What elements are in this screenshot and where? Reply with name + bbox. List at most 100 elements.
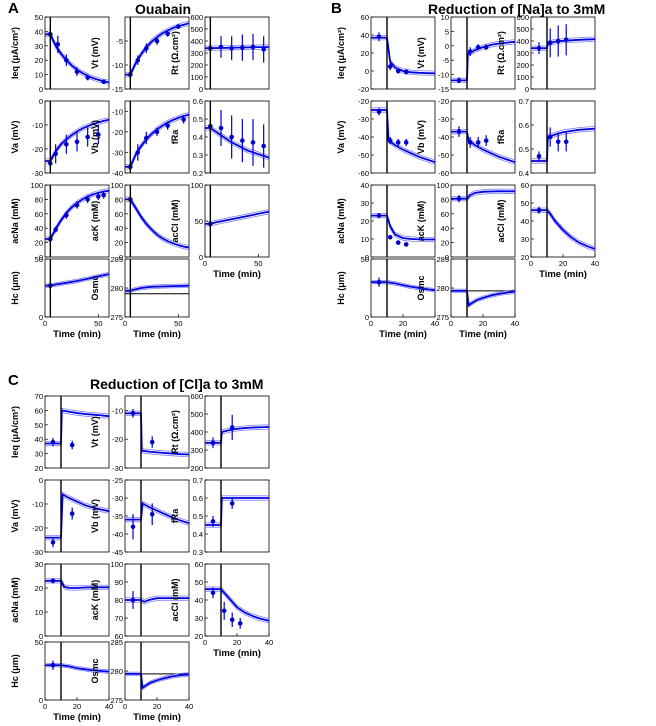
y-axis-label: Vb (mV) bbox=[90, 499, 100, 533]
y-tick-label: 500 bbox=[190, 25, 203, 34]
y-axis-label: Vt (mV) bbox=[90, 416, 100, 448]
y-tick-label: 40 bbox=[35, 27, 43, 36]
data-point bbox=[467, 140, 473, 145]
y-axis-label: Vt (mV) bbox=[90, 37, 100, 69]
y-tick-label: 50 bbox=[35, 255, 43, 264]
plot-area bbox=[205, 586, 269, 629]
y-axis-label: Osmc bbox=[90, 275, 100, 300]
data-point bbox=[395, 140, 401, 145]
data-point bbox=[376, 213, 382, 218]
y-tick-label: 0.6 bbox=[193, 97, 203, 106]
x-tick-label: 20 bbox=[153, 702, 161, 711]
axes-box bbox=[204, 16, 270, 90]
data-point bbox=[96, 194, 101, 199]
plot-area bbox=[45, 188, 109, 242]
y-tick-label: 0 bbox=[445, 253, 449, 262]
y-tick-label: -40 bbox=[112, 530, 123, 539]
data-point bbox=[101, 79, 106, 85]
plot-area bbox=[371, 32, 435, 76]
model-band-line bbox=[451, 188, 515, 197]
data-point bbox=[467, 49, 473, 54]
model-band-line bbox=[125, 283, 189, 290]
plot-area bbox=[451, 288, 515, 308]
y-tick-label: 100 bbox=[516, 73, 529, 82]
panel-letter-a: A bbox=[8, 0, 19, 17]
y-tick-label: -20 bbox=[112, 435, 123, 444]
data-point bbox=[563, 139, 569, 145]
model-series-line bbox=[125, 673, 189, 690]
axes-box bbox=[204, 184, 270, 258]
y-axis-label: acK (mM) bbox=[90, 580, 100, 621]
data-point bbox=[135, 57, 141, 63]
model-band-line bbox=[371, 280, 435, 289]
data-point bbox=[210, 440, 216, 446]
x-tick-label: 20 bbox=[233, 638, 241, 647]
y-tick-label: 285 bbox=[436, 255, 449, 264]
y-tick-label: 30 bbox=[195, 614, 203, 623]
y-tick-label: 200 bbox=[516, 61, 529, 70]
y-axis-label: Rt (Ω.cm²) bbox=[170, 410, 180, 454]
y-tick-label: 70 bbox=[35, 392, 43, 401]
y-tick-label: 20 bbox=[35, 464, 43, 473]
data-point bbox=[229, 134, 234, 140]
y-axis-label: Rt (Ω.cm²) bbox=[496, 31, 506, 75]
y-tick-label: 60 bbox=[115, 632, 123, 641]
x-tick-label: 40 bbox=[511, 319, 519, 328]
data-point bbox=[55, 42, 61, 47]
y-tick-label: 600 bbox=[516, 13, 529, 22]
y-tick-label: 0 bbox=[39, 313, 43, 322]
data-point bbox=[135, 150, 141, 155]
data-point bbox=[376, 279, 382, 285]
data-point bbox=[376, 34, 382, 40]
data-point bbox=[181, 117, 186, 122]
plot-area bbox=[205, 33, 269, 63]
y-tick-label: 400 bbox=[190, 37, 203, 46]
axes-box bbox=[124, 184, 190, 258]
data-point bbox=[563, 37, 569, 43]
model-band-line bbox=[205, 586, 269, 619]
axes-box bbox=[124, 16, 190, 90]
x-tick-label: 40 bbox=[105, 702, 113, 711]
axes-box bbox=[204, 563, 270, 637]
x-tick-label: 20 bbox=[479, 319, 487, 328]
y-tick-label: 80 bbox=[35, 195, 43, 204]
y-tick-label: 50 bbox=[35, 13, 43, 22]
y-tick-label: -40 bbox=[438, 133, 449, 142]
y-tick-label: 10 bbox=[35, 71, 43, 80]
data-point bbox=[475, 140, 481, 145]
axes-box bbox=[530, 100, 596, 174]
y-tick-label: 0.5 bbox=[193, 115, 203, 124]
model-series-line bbox=[125, 198, 189, 249]
y-axis-label: Va (mV) bbox=[10, 120, 20, 153]
x-axis-label: Time (min) bbox=[53, 329, 101, 340]
y-tick-label: 300 bbox=[190, 49, 203, 58]
y-tick-label: 60 bbox=[35, 406, 43, 415]
y-tick-label: 0.7 bbox=[193, 476, 203, 485]
y-tick-label: 280 bbox=[436, 284, 449, 293]
x-tick-label: 0 bbox=[43, 702, 47, 711]
data-point bbox=[555, 38, 561, 44]
y-tick-label: 60 bbox=[195, 560, 203, 569]
model-series-line bbox=[205, 46, 269, 50]
y-tick-label: 0.4 bbox=[193, 133, 203, 142]
x-axis-label: Time (min) bbox=[459, 329, 507, 340]
y-tick-label: 275 bbox=[110, 313, 123, 322]
model-band-line bbox=[531, 130, 595, 164]
y-tick-label: 50 bbox=[195, 217, 203, 226]
data-point bbox=[74, 202, 80, 208]
y-tick-label: 30 bbox=[35, 42, 43, 51]
panel-title-a: Ouabain bbox=[135, 1, 192, 17]
y-tick-label: 30 bbox=[361, 199, 369, 208]
y-tick-label: -40 bbox=[112, 169, 123, 178]
data-point bbox=[154, 129, 160, 135]
y-tick-label: 50 bbox=[361, 255, 369, 264]
y-tick-label: 60 bbox=[361, 13, 369, 22]
data-point bbox=[218, 44, 224, 50]
data-point bbox=[53, 151, 58, 157]
y-tick-label: -30 bbox=[112, 464, 123, 473]
